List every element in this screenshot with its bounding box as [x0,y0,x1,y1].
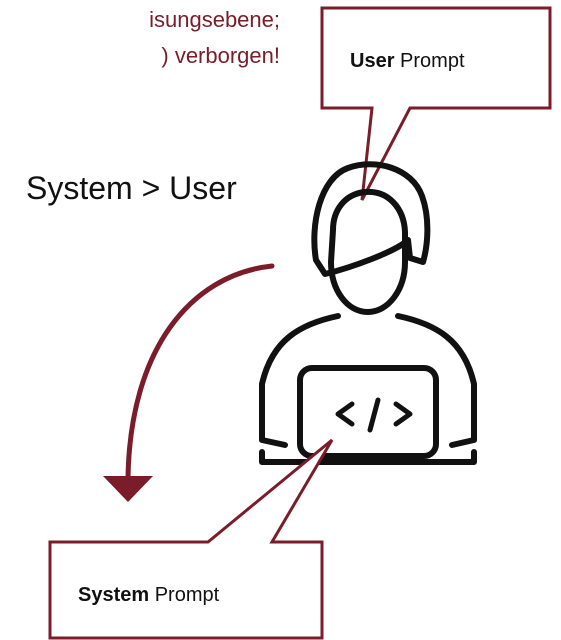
caption-line-2: ) verborgen! [161,43,280,68]
arrow-head [103,476,153,502]
priority-relation-text: System > User [26,170,237,206]
system-prompt-label-rest: Prompt [149,584,220,606]
system-prompt-label: System Prompt [78,584,219,607]
curved-arrow [125,263,275,481]
system-prompt-label-bold: System [78,584,150,606]
user-prompt-label-bold: User [350,50,395,72]
user-prompt-label-rest: Prompt [394,50,465,72]
system-prompt-bubble [48,438,334,640]
caption-text: isungsebene; ) verborgen! [0,2,280,74]
user-prompt-bubble [320,6,552,201]
user-prompt-label: User Prompt [350,50,465,73]
caption-line-1: isungsebene; [149,7,280,32]
code-brackets-icon [335,397,413,433]
developer-at-laptop-icon [259,161,477,465]
